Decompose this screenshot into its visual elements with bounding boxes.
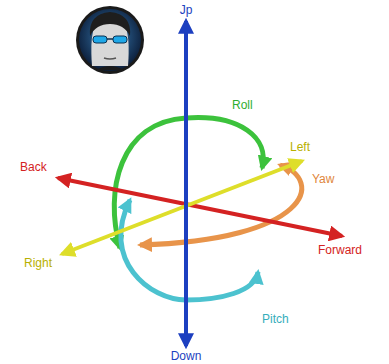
yaw-axis — [184, 21, 188, 346]
axis-label: Down — [171, 349, 202, 363]
rotation-label: Yaw — [312, 172, 334, 186]
axis-label: Left — [290, 140, 310, 154]
rotation-label: Roll — [232, 98, 253, 112]
roll-axis — [58, 178, 342, 236]
axis-label: Right — [24, 256, 52, 270]
rotation-label: Pitch — [262, 312, 289, 326]
axis-label: Jp — [180, 3, 193, 17]
avatar-icon — [76, 6, 144, 74]
axis-label: Forward — [318, 243, 362, 257]
pitch-axis — [62, 161, 302, 254]
yaw-arc — [140, 165, 302, 245]
axis-label: Back — [20, 160, 47, 174]
